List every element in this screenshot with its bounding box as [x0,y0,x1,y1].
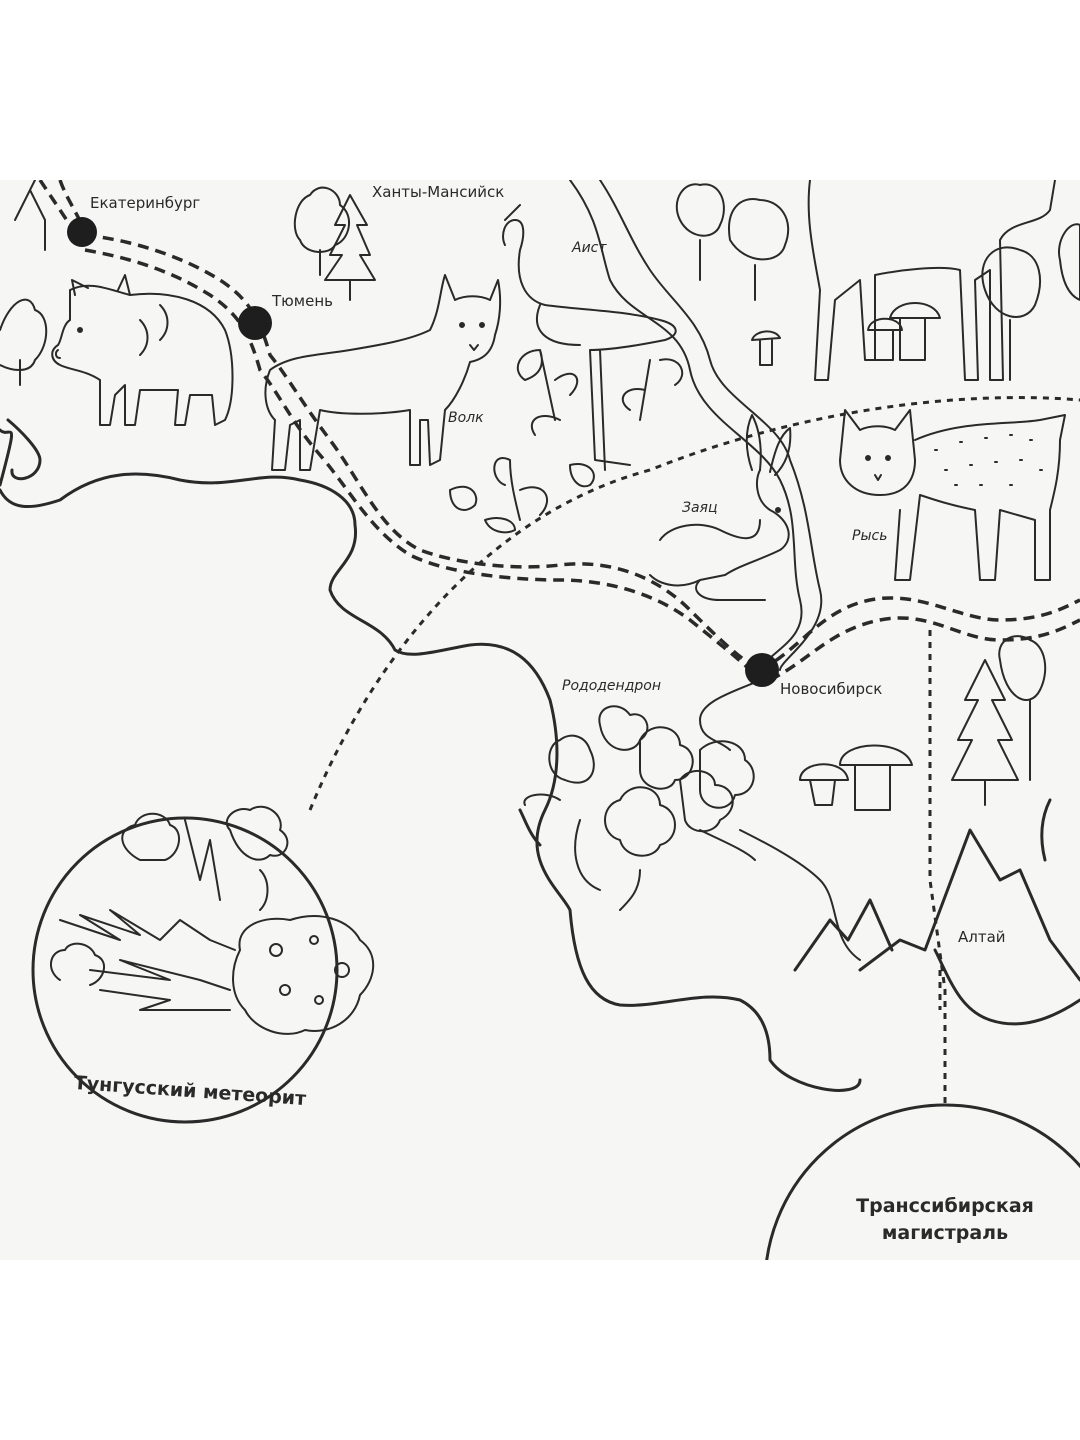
route-ekb-north [38,180,72,226]
city-dot-novosibirsk [745,653,779,687]
lynx-icon [839,409,1066,581]
elk-icon [807,180,1056,381]
callout-label-transsib-line2: магистраль [881,1222,1009,1244]
river-upper [569,180,803,671]
river-upper-2 [599,180,823,671]
transsib-leader-a [928,630,947,1160]
tree-icon-pine-top [324,194,376,301]
tunguska-arc [308,396,1080,811]
route-ekb-tyumen-b [84,248,752,672]
route-novosibirsk-east-a [759,596,1080,672]
tree-icon-pine-right [951,659,1019,806]
strawberry-icon [449,457,595,534]
animal-label-stork: Аист [572,240,607,256]
mountain-icon-top-left [14,180,46,251]
city-dot-ekaterinburg [67,217,97,247]
callout-label-transsib-line1: Транссибирская [856,1195,1034,1217]
mountain-icon-altai [793,798,1080,1026]
tree-icon-top-3 [728,198,790,301]
tree-icon-left [0,298,48,386]
city-label-khanty: Ханты-Мансийск [372,183,505,201]
stork-icon [502,204,677,471]
route-ekb-tyumen-a [84,233,761,672]
river-rhodo [739,829,861,961]
coloring-map [0,180,1080,1260]
route-novosibirsk-east-b [769,616,1080,682]
map-sheet: Екатеринбург Ханты-Мансийск Тюмень Новос… [0,180,1080,1260]
coastline [0,418,862,1092]
plant-label-rhododendron: Рододендрон [562,678,661,694]
animal-label-lynx: Рысь [852,528,888,544]
plant-icon-2 [621,358,684,421]
flower-icon-rhododendron [523,705,756,911]
animal-label-hare: Заяц [682,500,718,516]
meteorite-icon [50,805,375,1035]
region-label-altai: Алтай [958,928,1006,946]
hare-icon [649,414,792,601]
mushroom-icon-top [751,302,941,366]
tree-icon-top-2 [675,183,725,281]
animal-label-wolf: Волк [448,410,484,426]
wolf-icon [264,274,502,471]
tunguska-callout [31,805,375,1124]
mushroom-icon-middle [799,744,913,811]
plant-icon-1 [516,349,579,436]
boar-icon [51,274,234,426]
tree-icon-right-2 [1058,223,1080,301]
city-dot-tyumen [238,306,272,340]
city-label-novosibirsk: Новосибирск [780,680,883,698]
transsib-callout [765,1103,1080,1260]
tree-icon-top-1 [293,186,350,276]
city-label-tyumen: Тюмень [272,292,333,310]
city-label-ekaterinburg: Екатеринбург [90,194,201,212]
tree-icon-right-3 [998,635,1047,781]
tree-icon-right-1 [981,246,1041,381]
river-lower [699,679,761,751]
